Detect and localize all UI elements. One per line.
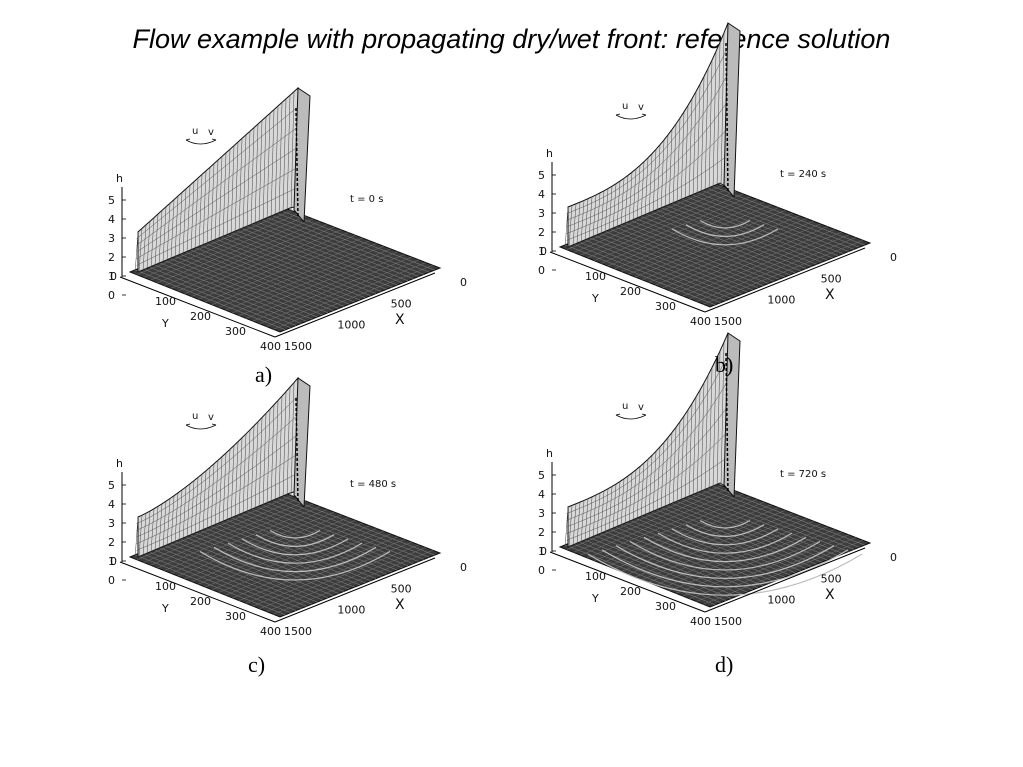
u-label: u bbox=[192, 411, 198, 422]
caption-d: d) bbox=[715, 652, 734, 677]
h-axis-label: h bbox=[116, 172, 123, 185]
time-label: t = 240 s bbox=[780, 169, 826, 180]
y-tick-label: 0 bbox=[110, 555, 117, 568]
x-tick-label: 0 bbox=[460, 561, 467, 574]
x-tick-label: 500 bbox=[391, 297, 412, 310]
h-tick-label: 4 bbox=[108, 498, 115, 511]
y-tick-label: 200 bbox=[620, 585, 641, 598]
h-tick-label: 1 bbox=[108, 555, 115, 568]
h-tick-label: 5 bbox=[538, 169, 545, 182]
v-label: v bbox=[208, 412, 214, 423]
x-tick-label: 500 bbox=[821, 272, 842, 285]
h-axis-label: h bbox=[116, 457, 123, 470]
y-tick-label: 300 bbox=[225, 325, 246, 338]
caption-b: b) bbox=[715, 352, 734, 377]
y-tick-label: 400 bbox=[260, 340, 281, 353]
h-tick-label: 4 bbox=[108, 213, 115, 226]
u-label: u bbox=[192, 126, 198, 137]
time-label: t = 720 s bbox=[780, 469, 826, 480]
x-axis-label: X bbox=[825, 287, 835, 303]
v-label: v bbox=[208, 127, 214, 138]
y-tick-label: 400 bbox=[690, 615, 711, 628]
y-tick-label: 0 bbox=[540, 545, 547, 558]
x-tick-label: 1000 bbox=[337, 604, 365, 617]
h-tick-label: 2 bbox=[538, 226, 545, 239]
h-tick-label: 3 bbox=[538, 507, 545, 520]
h-tick-label: 1 bbox=[108, 270, 115, 283]
y-tick-label: 100 bbox=[585, 270, 606, 283]
y-tick-label: 400 bbox=[260, 625, 281, 638]
h-tick-label: 3 bbox=[108, 232, 115, 245]
h-tick-label: 3 bbox=[538, 207, 545, 220]
h-tick-label: 0 bbox=[108, 574, 115, 587]
y-tick-label: 300 bbox=[225, 610, 246, 623]
v-label: v bbox=[638, 102, 644, 113]
x-tick-label: 500 bbox=[391, 582, 412, 595]
y-axis-label: Y bbox=[161, 317, 169, 330]
h-tick-label: 5 bbox=[108, 194, 115, 207]
y-tick-label: 300 bbox=[655, 600, 676, 613]
caption-c: c) bbox=[248, 652, 266, 677]
h-axis-label: h bbox=[546, 447, 553, 460]
x-tick-label: 1000 bbox=[767, 294, 795, 307]
x-tick-label: 500 bbox=[821, 572, 842, 585]
x-tick-label: 1500 bbox=[714, 315, 742, 328]
y-tick-label: 200 bbox=[190, 310, 211, 323]
y-tick-label: 0 bbox=[540, 245, 547, 258]
x-tick-label: 0 bbox=[890, 251, 897, 264]
time-label: t = 480 s bbox=[350, 479, 396, 490]
x-axis-label: X bbox=[825, 587, 835, 603]
h-tick-label: 5 bbox=[108, 479, 115, 492]
x-tick-label: 0 bbox=[460, 276, 467, 289]
x-axis-label: X bbox=[395, 312, 405, 328]
y-tick-label: 0 bbox=[110, 270, 117, 283]
h-tick-label: 1 bbox=[538, 545, 545, 558]
x-tick-label: 1000 bbox=[337, 319, 365, 332]
u-label: u bbox=[622, 401, 628, 412]
u-label: u bbox=[622, 101, 628, 112]
h-tick-label: 2 bbox=[108, 536, 115, 549]
x-tick-label: 1000 bbox=[767, 594, 795, 607]
time-label: t = 0 s bbox=[350, 194, 383, 205]
h-tick-label: 2 bbox=[108, 251, 115, 264]
h-tick-label: 0 bbox=[108, 289, 115, 302]
h-tick-label: 0 bbox=[538, 564, 545, 577]
y-axis-label: Y bbox=[591, 592, 599, 605]
y-tick-label: 100 bbox=[155, 295, 176, 308]
surface-mesh bbox=[558, 22, 872, 308]
surface-mesh bbox=[558, 332, 872, 608]
h-tick-label: 0 bbox=[538, 264, 545, 277]
h-tick-label: 3 bbox=[108, 517, 115, 530]
surface-mesh bbox=[128, 86, 442, 333]
slide-title: Flow example with propagating dry/wet fr… bbox=[132, 24, 891, 54]
x-axis-label: X bbox=[395, 597, 405, 613]
x-tick-label: 1500 bbox=[714, 615, 742, 628]
h-tick-label: 4 bbox=[538, 188, 545, 201]
y-tick-label: 300 bbox=[655, 300, 676, 313]
x-tick-label: 1500 bbox=[284, 340, 312, 353]
y-tick-label: 100 bbox=[585, 570, 606, 583]
y-tick-label: 400 bbox=[690, 315, 711, 328]
y-tick-label: 200 bbox=[190, 595, 211, 608]
surface-mesh bbox=[128, 376, 442, 618]
h-axis-label: h bbox=[546, 147, 553, 160]
x-tick-label: 0 bbox=[890, 551, 897, 564]
h-tick-label: 4 bbox=[538, 488, 545, 501]
h-tick-label: 2 bbox=[538, 526, 545, 539]
x-tick-label: 1500 bbox=[284, 625, 312, 638]
v-label: v bbox=[638, 402, 644, 413]
y-tick-label: 200 bbox=[620, 285, 641, 298]
y-tick-label: 100 bbox=[155, 580, 176, 593]
caption-a: a) bbox=[255, 362, 273, 387]
y-axis-label: Y bbox=[591, 292, 599, 305]
h-tick-label: 5 bbox=[538, 469, 545, 482]
h-tick-label: 1 bbox=[538, 245, 545, 258]
y-axis-label: Y bbox=[161, 602, 169, 615]
